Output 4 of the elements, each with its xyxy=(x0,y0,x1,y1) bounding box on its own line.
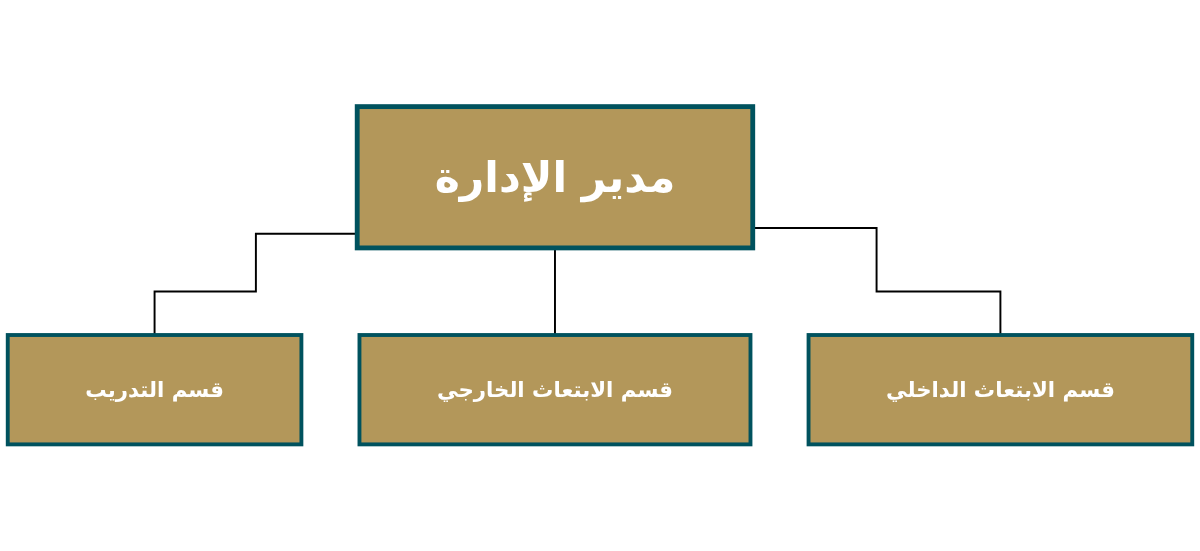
node-box: قسم التدريب xyxy=(5,333,304,447)
node-box: قسم الابتعاث الخارجي xyxy=(357,333,753,447)
node-box: قسم الابتعاث الداخلي xyxy=(806,333,1195,447)
node-box: مدير الإدارة xyxy=(354,104,756,251)
